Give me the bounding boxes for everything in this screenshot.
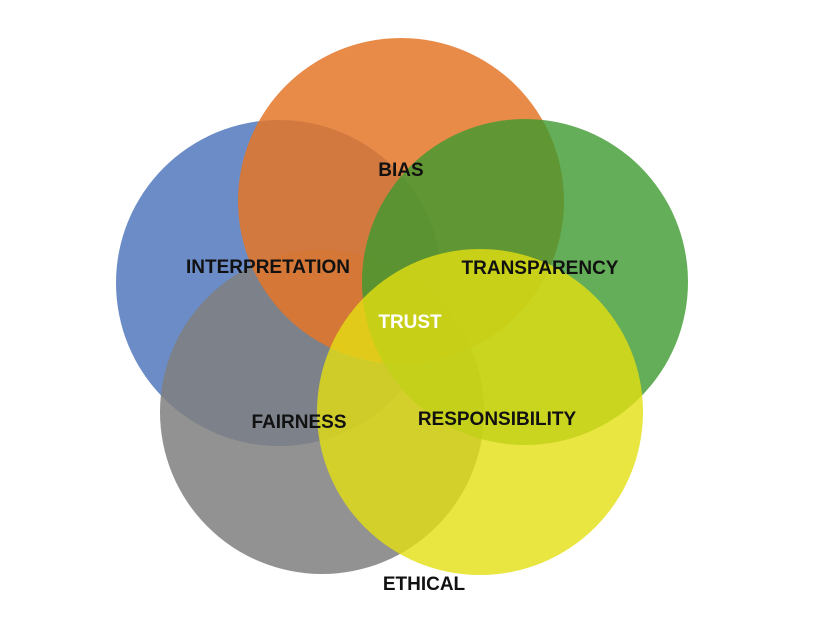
circle-responsibility <box>317 249 643 575</box>
label-responsibility: RESPONSIBILITY <box>417 409 577 430</box>
label-ethical: ETHICAL <box>382 574 466 595</box>
label-trust: TRUST <box>378 312 442 333</box>
label-bias: BIAS <box>378 160 424 181</box>
label-transparency: TRANSPARENCY <box>461 258 619 279</box>
label-fairness: FAIRNESS <box>251 412 347 433</box>
label-interpretation: INTERPRETATION <box>186 257 350 278</box>
